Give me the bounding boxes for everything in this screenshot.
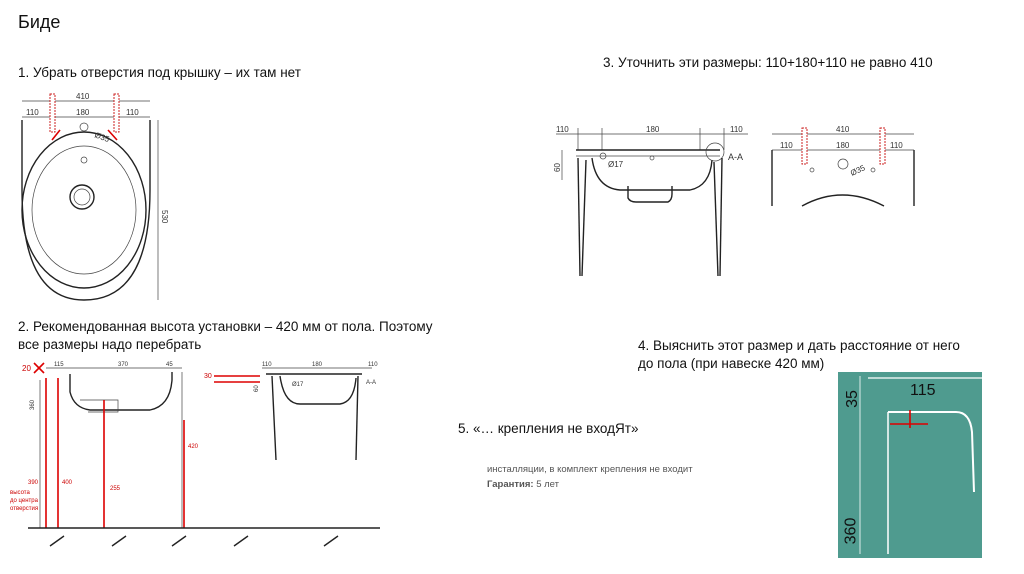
dim-45: 45 bbox=[166, 362, 173, 368]
mark-30: 30 bbox=[204, 373, 212, 380]
dim-right-110: 110 bbox=[126, 108, 139, 117]
dim-depth-530: 530 bbox=[160, 210, 169, 224]
zoom-label-360: 360 bbox=[842, 517, 860, 545]
zoom-panel: 35 115 360 bbox=[838, 372, 982, 558]
small-section-aa: A-A bbox=[366, 380, 376, 386]
small-dim-180: 180 bbox=[312, 362, 323, 368]
dim-mid-180: 180 bbox=[76, 108, 90, 117]
small-dim-110-right: 110 bbox=[368, 362, 378, 368]
note-1: 1. Убрать отверстия под крышку – их там … bbox=[18, 65, 301, 80]
crop-dim-110-left: 110 bbox=[780, 141, 793, 150]
dim-360: 360 bbox=[30, 399, 36, 410]
sink-section-label: A-A bbox=[728, 152, 743, 162]
crop-dim-35: Ø35 bbox=[849, 163, 867, 178]
small-dim-17: Ø17 bbox=[292, 382, 304, 388]
height-note-2: до центра bbox=[10, 498, 39, 504]
dim-left-110: 110 bbox=[26, 108, 39, 117]
note-2: 2. Рекомендованная высота установки – 42… bbox=[18, 319, 433, 352]
height-note-3: отверстия bbox=[10, 506, 38, 512]
note-3: 3. Уточнить эти размеры: 110+180+110 не … bbox=[603, 55, 933, 70]
sink-dim-17: Ø17 bbox=[608, 160, 624, 169]
height-note-1: высота bbox=[10, 490, 30, 496]
guarantee-value: 5 лет bbox=[536, 479, 560, 490]
quote-line: инсталляции, в комплект крепления не вхо… bbox=[487, 464, 693, 475]
sink-dim-110-right: 110 bbox=[730, 125, 743, 134]
quote-snippet: инсталляции, в комплект крепления не вхо… bbox=[487, 462, 693, 492]
zoom-label-115: 115 bbox=[910, 382, 936, 399]
note-5: 5. «… крепления не входЯт» bbox=[458, 421, 639, 436]
page-title: Биде bbox=[18, 12, 61, 32]
guarantee-label: Гарантия: bbox=[487, 479, 534, 490]
mark-20: 20 bbox=[22, 364, 31, 373]
dim-370: 370 bbox=[118, 362, 129, 368]
sink-dim-180: 180 bbox=[646, 125, 660, 134]
dim-400: 400 bbox=[62, 480, 73, 486]
crop-dim-110-right: 110 bbox=[890, 141, 903, 150]
small-dim-60: 60 bbox=[254, 385, 260, 392]
zoom-label-35: 35 bbox=[843, 390, 861, 408]
zoom-panel-lines bbox=[859, 376, 982, 554]
sink-dim-60: 60 bbox=[553, 163, 562, 172]
small-dim-110-left: 110 bbox=[262, 362, 272, 368]
dim-390: 390 bbox=[28, 480, 39, 486]
crop-dim-180: 180 bbox=[836, 141, 850, 150]
dim-115: 115 bbox=[54, 362, 64, 368]
dim-255: 255 bbox=[110, 486, 121, 492]
sink-dim-110-left: 110 bbox=[556, 125, 569, 134]
note-4: 4. Выяснить этот размер и дать расстояни… bbox=[638, 338, 960, 371]
dim-total-410: 410 bbox=[76, 92, 90, 101]
dim-420: 420 bbox=[188, 444, 199, 450]
crop-dim-410: 410 bbox=[836, 125, 850, 134]
